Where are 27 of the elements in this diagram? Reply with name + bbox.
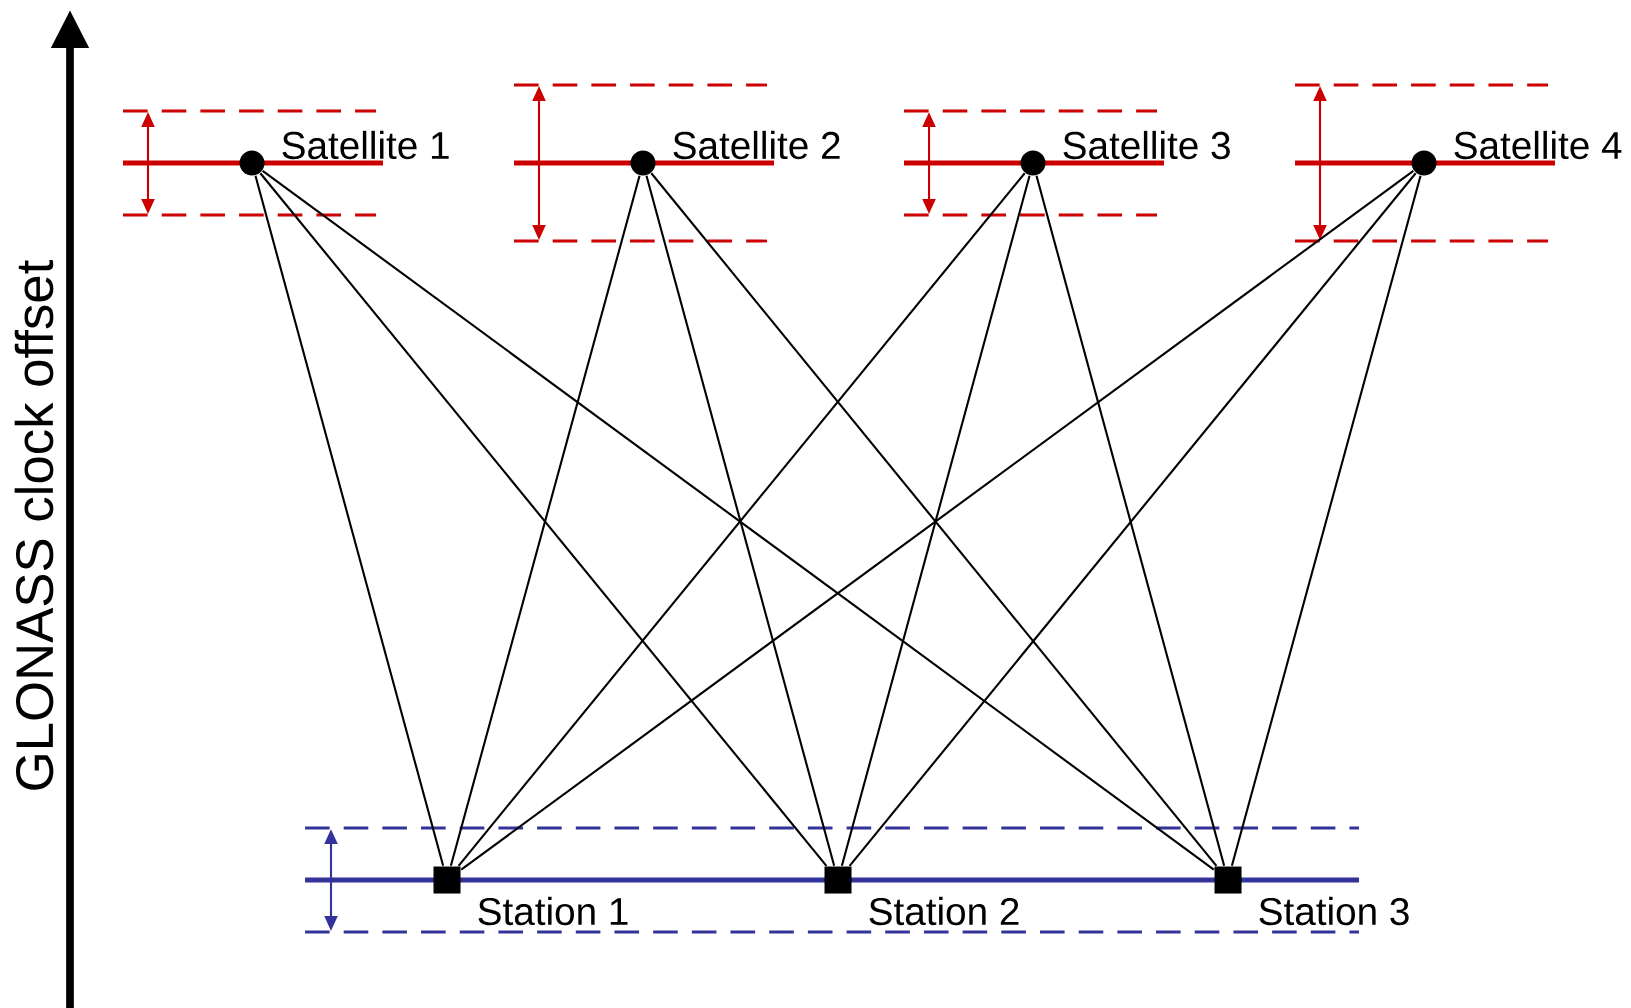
connection-line — [449, 175, 641, 867]
connection-line — [645, 175, 836, 867]
node-label: Satellite 4 — [1454, 130, 1622, 160]
connection-line — [650, 172, 1218, 867]
station-square — [1214, 866, 1242, 894]
satellite-dot — [239, 150, 265, 176]
connection-line — [840, 175, 1031, 867]
connection-line — [259, 172, 828, 867]
satellite-dot — [630, 150, 656, 176]
connection-line — [254, 175, 445, 867]
satellite-dot — [1411, 150, 1437, 176]
station-square — [824, 866, 852, 894]
node-label: Station 1 — [478, 896, 628, 926]
node-label: Station 3 — [1259, 896, 1409, 926]
connection-line — [262, 170, 1215, 871]
station-square — [433, 866, 461, 894]
connection-line — [848, 172, 1417, 867]
node-label: Station 2 — [869, 896, 1019, 926]
satellite-dot — [1020, 150, 1046, 176]
node-label: Satellite 3 — [1063, 130, 1230, 160]
node-label: Satellite 2 — [673, 130, 840, 160]
connection-line — [457, 172, 1026, 867]
connection-line — [460, 169, 1414, 871]
axis-label: GLONASS clock offset — [14, 260, 54, 790]
connection-line — [1035, 175, 1226, 867]
connection-line — [1230, 175, 1422, 867]
node-label: Satellite 1 — [282, 130, 449, 160]
